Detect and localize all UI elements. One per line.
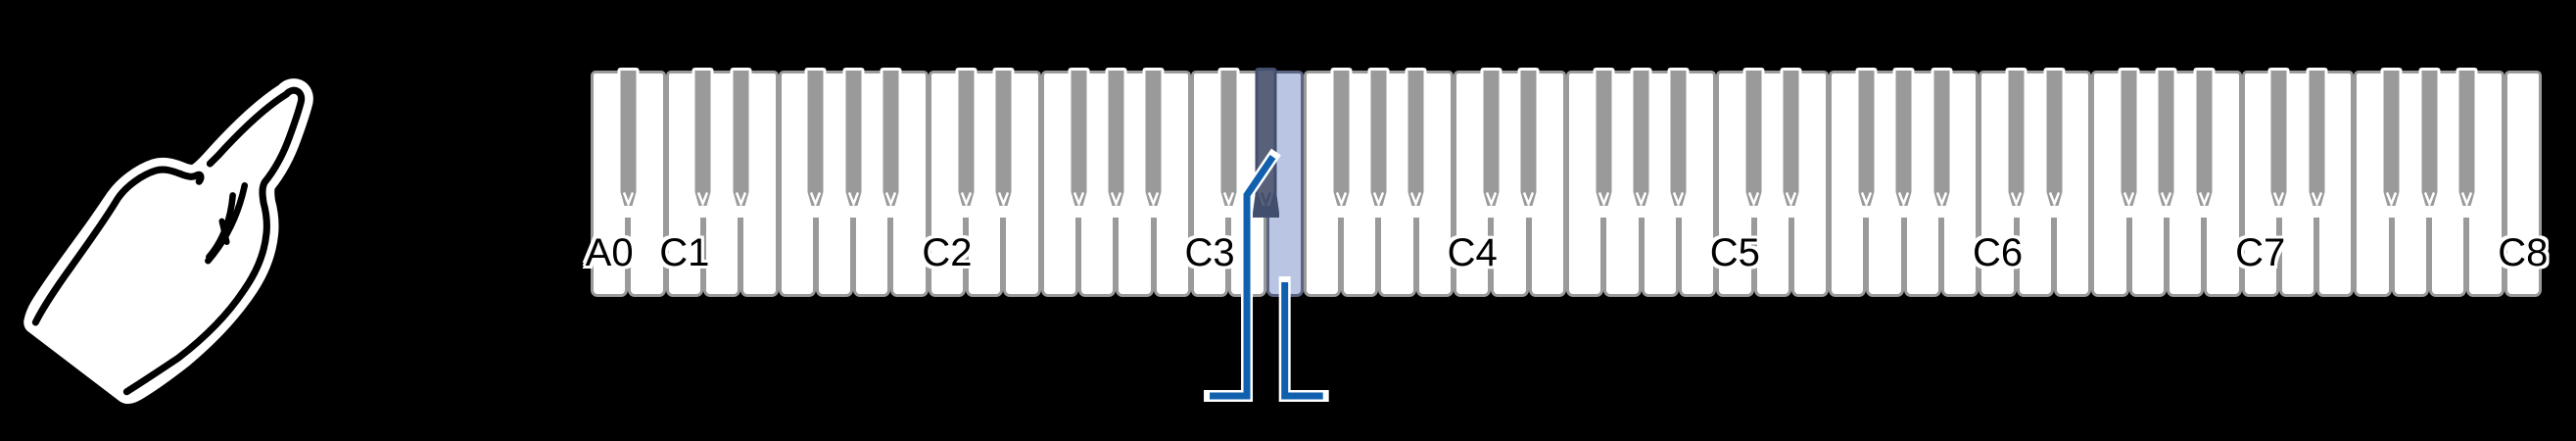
black-key-Fsharp4[interactable]: [1590, 67, 1617, 218]
black-key-Dsharp4[interactable]: [1515, 67, 1543, 218]
black-key-Fsharp2[interactable]: [1065, 67, 1092, 218]
black-key-Gsharp6[interactable]: [2153, 67, 2180, 218]
black-key-Csharp3[interactable]: [1215, 67, 1242, 218]
black-key-Csharp5[interactable]: [1741, 67, 1768, 218]
black-key-Dsharp2[interactable]: [989, 67, 1017, 218]
black-key-Csharp4[interactable]: [1477, 67, 1504, 218]
black-key-Dsharp1[interactable]: [727, 67, 754, 218]
callout-line-E3: [1278, 276, 1329, 402]
black-key-Csharp7[interactable]: [2266, 67, 2293, 218]
black-key-Asharp7[interactable]: [2453, 67, 2480, 218]
black-key-Csharp6[interactable]: [2003, 67, 2030, 218]
black-key-Gsharp7[interactable]: [2415, 67, 2443, 218]
black-key-Fsharp1[interactable]: [802, 67, 830, 218]
black-key-Csharp1[interactable]: [690, 67, 717, 218]
black-key-Gsharp4[interactable]: [1628, 67, 1655, 218]
black-key-Dsharp3[interactable]: [1253, 67, 1280, 218]
black-key-Fsharp5[interactable]: [1852, 67, 1880, 218]
black-key-Gsharp5[interactable]: [1890, 67, 1918, 218]
black-key-Csharp2[interactable]: [952, 67, 979, 218]
black-key-Asharp6[interactable]: [2190, 67, 2218, 218]
black-key-Asharp1[interactable]: [877, 67, 904, 218]
black-key-Asharp0[interactable]: [614, 67, 642, 218]
black-key-Gsharp3[interactable]: [1364, 67, 1392, 218]
white-key-C8[interactable]: [2504, 71, 2542, 297]
black-key-Asharp3[interactable]: [1403, 67, 1430, 218]
black-key-Gsharp1[interactable]: [839, 67, 867, 218]
black-key-Dsharp5[interactable]: [1778, 67, 1805, 218]
pointing-hand-icon: [24, 73, 333, 417]
black-key-Fsharp7[interactable]: [2378, 67, 2406, 218]
black-key-Asharp2[interactable]: [1140, 67, 1168, 218]
black-key-Asharp5[interactable]: [1928, 67, 1955, 218]
black-key-Fsharp6[interactable]: [2116, 67, 2143, 218]
black-key-Asharp4[interactable]: [1665, 67, 1693, 218]
pointing-hand-graphic: [24, 78, 313, 405]
black-key-Dsharp6[interactable]: [2040, 67, 2068, 218]
black-key-Fsharp3[interactable]: [1327, 67, 1355, 218]
black-key-Gsharp2[interactable]: [1102, 67, 1129, 218]
black-key-Dsharp7[interactable]: [2303, 67, 2330, 218]
